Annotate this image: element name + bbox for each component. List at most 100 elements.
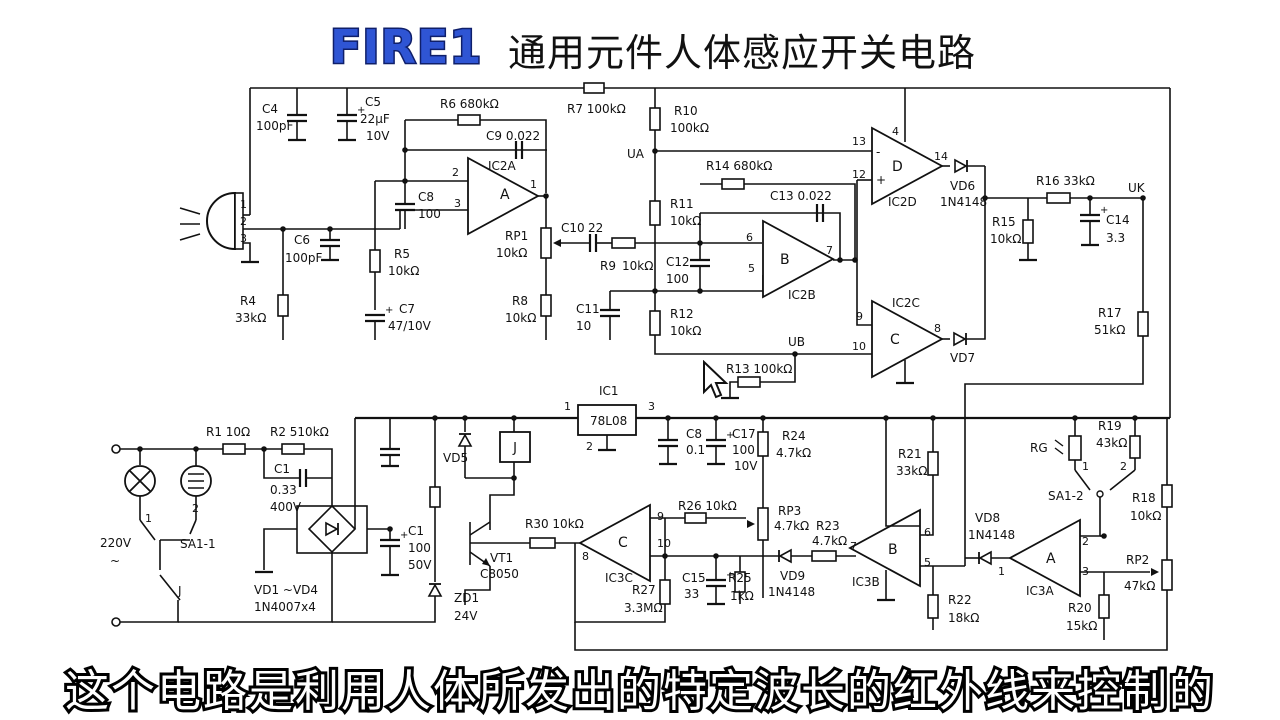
label-ic2b: IC2B xyxy=(788,288,816,302)
subtitle-caption: 这个电路是利用人体所发出的特定波长的红外线来控制的 xyxy=(62,663,1216,720)
label-c17: C17 xyxy=(732,427,756,441)
label-p8: 8 xyxy=(934,322,941,335)
label-p6: 6 xyxy=(924,526,931,539)
label-r5: R5 xyxy=(394,247,410,261)
resistor-r11 xyxy=(649,200,661,226)
resistor-r22 xyxy=(927,594,939,619)
wire xyxy=(700,212,841,260)
label-r22v: 18kΩ xyxy=(948,611,979,625)
diode-vd6 xyxy=(954,158,968,174)
label-r22: R22 xyxy=(948,593,972,607)
label-r15v: 10kΩ xyxy=(990,232,1021,246)
label-r20: R20 xyxy=(1068,601,1092,615)
label-vd1v: 1N4007x4 xyxy=(254,600,316,614)
label-sa1_2: SA1-2 xyxy=(1048,489,1084,503)
label-p4: 4 xyxy=(892,125,899,138)
label-ic1: IC1 xyxy=(599,384,619,398)
label-p5: 5 xyxy=(924,556,931,569)
label-r19: R19 xyxy=(1098,419,1122,433)
label-p1: 1 xyxy=(998,565,1005,578)
wire xyxy=(920,475,934,536)
label-p3: 3 xyxy=(454,197,461,210)
label-r25: R25 xyxy=(728,571,752,585)
diode-vd5 xyxy=(457,433,473,447)
resistor-r18 xyxy=(1161,484,1173,508)
label-p10: 10 xyxy=(657,537,671,550)
label-p1: 1 xyxy=(145,512,152,525)
channel-logo: FIRE1 xyxy=(328,19,483,76)
diode-vd8 xyxy=(978,550,992,566)
label-r11: R11 xyxy=(670,197,694,211)
label-r18: R18 xyxy=(1132,491,1156,505)
label-r9: R9 xyxy=(600,259,616,273)
wire xyxy=(120,600,179,623)
label-p2: 2 xyxy=(1082,535,1089,548)
label-p8: 8 xyxy=(582,550,589,563)
label-p2: 2 xyxy=(192,502,199,515)
label-ic2d: IC2D xyxy=(888,195,917,209)
polarity-mark: + xyxy=(726,430,734,441)
wiper-arrow xyxy=(747,520,755,528)
label-ic3c: IC3C xyxy=(605,571,633,585)
label-r30: R30 10kΩ xyxy=(525,517,584,531)
label-r16: R16 33kΩ xyxy=(1036,174,1095,188)
label-c1av: 0.33 xyxy=(270,483,297,497)
resistor-r21 xyxy=(927,451,939,476)
wire xyxy=(654,335,872,355)
label-r7: R7 100kΩ xyxy=(567,102,626,116)
label-c10: C10 xyxy=(561,221,585,235)
label-rp1v: 10kΩ xyxy=(496,246,527,260)
resistor-r30 xyxy=(529,537,556,549)
junction-dot xyxy=(402,147,408,153)
label-r21v: 33kΩ xyxy=(896,464,927,478)
label-p6: 6 xyxy=(746,231,753,244)
label-c7v: 47/10V xyxy=(388,319,432,333)
label-b: B xyxy=(888,542,898,558)
label-r12: R12 xyxy=(670,307,694,321)
resistor-r20 xyxy=(1098,594,1110,619)
label-ic2c: IC2C xyxy=(892,296,920,310)
label-vd6: VD6 xyxy=(950,179,975,193)
label-c8bv: 0.1 xyxy=(686,443,705,457)
label-c13: C13 0.022 xyxy=(770,189,832,203)
label-vd8v: 1N4148 xyxy=(968,528,1015,542)
label-r2: R2 510kΩ xyxy=(270,425,329,439)
label-p1: 1 xyxy=(564,400,571,413)
label-d: D xyxy=(892,159,903,175)
label-vd6v: 1N4148 xyxy=(940,195,987,209)
wire xyxy=(966,166,986,340)
resistor-r12 xyxy=(649,310,661,336)
wire xyxy=(139,519,156,541)
label-zd1: ZD1 xyxy=(454,591,479,605)
label-r27v: 3.3MΩ xyxy=(624,601,663,615)
label-r15: R15 xyxy=(992,215,1016,229)
label-r1: R1 10Ω xyxy=(206,425,250,439)
wire xyxy=(574,543,666,623)
plus-sign: + xyxy=(876,173,886,187)
resistor-r2 xyxy=(281,443,305,455)
transistor-arrow-icon xyxy=(482,558,490,566)
resistor-r9 xyxy=(611,237,636,249)
label-r5v: 10kΩ xyxy=(388,264,419,278)
junction-dot xyxy=(883,415,889,421)
label-p2: 2 xyxy=(1120,460,1127,473)
switch-pivot xyxy=(1096,490,1104,498)
potentiometer-rp3 xyxy=(757,507,769,541)
resistor-r17 xyxy=(1137,311,1149,337)
label-c: C xyxy=(890,332,900,348)
wire xyxy=(1109,469,1136,491)
label-r25v: 1kΩ xyxy=(730,589,754,603)
label-ua: UA xyxy=(627,147,645,161)
wire xyxy=(489,478,515,530)
label-r13: R13 100kΩ xyxy=(726,362,792,376)
terminal xyxy=(111,617,121,627)
label-tilde: ~ xyxy=(110,554,120,568)
wire xyxy=(744,183,856,260)
label-v220: 220V xyxy=(100,536,132,550)
label-c8b: C8 xyxy=(686,427,702,441)
bridge-diode-icon xyxy=(325,521,339,537)
label-c15v: 33 xyxy=(684,587,699,601)
light-ray-icon xyxy=(1054,439,1064,447)
label-p9: 9 xyxy=(657,510,664,523)
polarity-mark: + xyxy=(400,530,408,541)
